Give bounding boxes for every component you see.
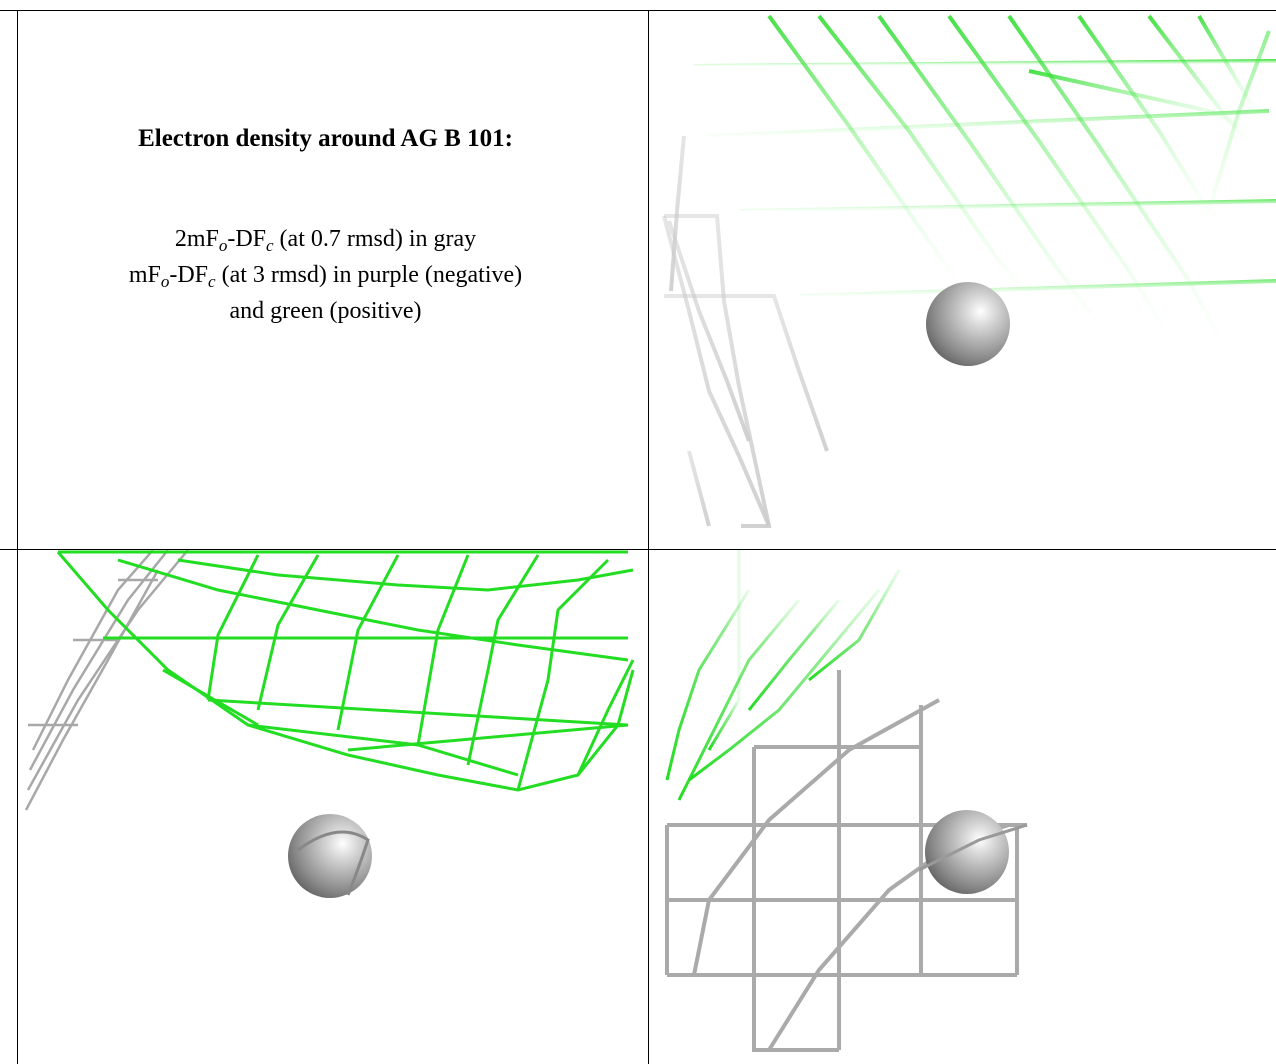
atom-sphere <box>926 282 1010 366</box>
gray-density-mesh <box>662 135 829 528</box>
table-border-top <box>0 10 1276 11</box>
caption-panel: Electron density around AG B 101: 2mFo-D… <box>18 125 633 329</box>
gray-density-strand <box>918 823 1028 872</box>
positive-density-mesh <box>693 14 1276 412</box>
atom-sphere <box>288 814 372 898</box>
gray-density-mesh <box>24 550 189 811</box>
caption-title: Electron density around AG B 101: <box>138 125 513 152</box>
gray-density-strand <box>297 830 370 896</box>
table-border-left <box>17 10 18 1064</box>
positive-density-mesh <box>665 550 901 820</box>
caption-line-2mfo: 2mFo-DFc (at 0.7 rmsd) in gray <box>174 226 477 255</box>
view-bottom-right <box>665 550 1028 1052</box>
view-top-right <box>662 14 1276 528</box>
view-bottom-left <box>24 550 635 898</box>
caption-line-mfo: mFo-DFc (at 3 rmsd) in purple (negative) <box>128 262 523 291</box>
table-divider-horizontal <box>0 549 1276 550</box>
positive-density-mesh <box>56 550 635 792</box>
atom-sphere <box>925 810 1009 894</box>
table-divider-vertical <box>648 10 649 1064</box>
caption-line-colors: and green (positive) <box>229 298 422 324</box>
